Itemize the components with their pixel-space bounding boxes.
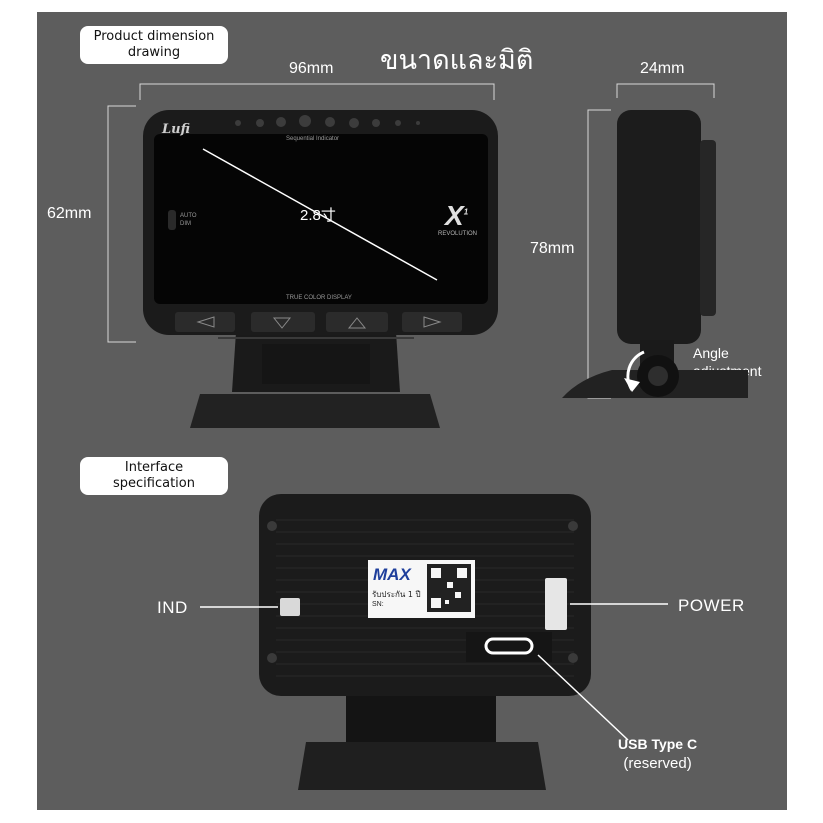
serial-number-label: SN: <box>372 601 384 608</box>
true-color-display-text: TRUE COLOR DISPLAY <box>286 295 352 301</box>
auto-dim-label: AUTO DIM <box>180 212 197 228</box>
label-line: specification <box>113 476 195 491</box>
angle-line: Angle <box>693 345 729 361</box>
ind-port <box>280 598 300 616</box>
callout-lines <box>200 603 668 741</box>
brand-logo: Lufi <box>162 122 191 137</box>
usb-c-port <box>484 637 534 655</box>
label-line: Product dimension <box>93 29 215 44</box>
total-height-dimension: 78mm <box>530 240 575 257</box>
auto-line: DIM <box>180 221 191 227</box>
usb-port-area <box>466 632 552 662</box>
screen-diagonal-label: 2.8寸 <box>300 207 336 224</box>
model-letter: X <box>445 200 464 231</box>
sequential-indicator-leds <box>235 115 420 128</box>
thai-heading: ขนาดและมิติ <box>380 45 534 76</box>
back-stand <box>298 690 546 790</box>
usb-line: (reserved) <box>623 755 692 772</box>
max-logo: MAX <box>373 565 411 584</box>
qr-pattern <box>431 568 467 608</box>
interface-spec-label: Interface specification <box>80 457 228 495</box>
model-sup: 1 <box>463 207 469 217</box>
ind-callout: IND <box>157 598 188 617</box>
sequential-indicator-text: Sequential Indicator <box>286 136 340 142</box>
warranty-text: รับประกัน 1 ปี <box>372 590 421 599</box>
depth-dimension: 24mm <box>640 60 685 77</box>
model-subtitle: REVOLUTION <box>438 231 478 237</box>
usb-type-c-callout: USB Type C (reserved) <box>618 735 697 773</box>
width-dimension: 96mm <box>289 60 334 77</box>
front-stand <box>190 332 440 428</box>
power-callout: POWER <box>678 596 745 615</box>
dimension-drawing-label: Product dimension drawing <box>80 26 228 64</box>
back-screws <box>267 521 578 663</box>
auto-line: AUTO <box>180 213 197 219</box>
label-line: drawing <box>127 45 181 60</box>
model-logo: X1 <box>445 200 468 232</box>
label-line: Interface <box>124 460 184 475</box>
side-device <box>562 110 748 398</box>
usb-line: USB Type C <box>618 736 698 752</box>
power-port <box>545 578 567 630</box>
screen-diagonal-line <box>202 148 438 281</box>
height-dimension: 62mm <box>47 205 92 222</box>
auto-dim-sensor <box>168 210 176 230</box>
front-buttons <box>175 312 462 332</box>
